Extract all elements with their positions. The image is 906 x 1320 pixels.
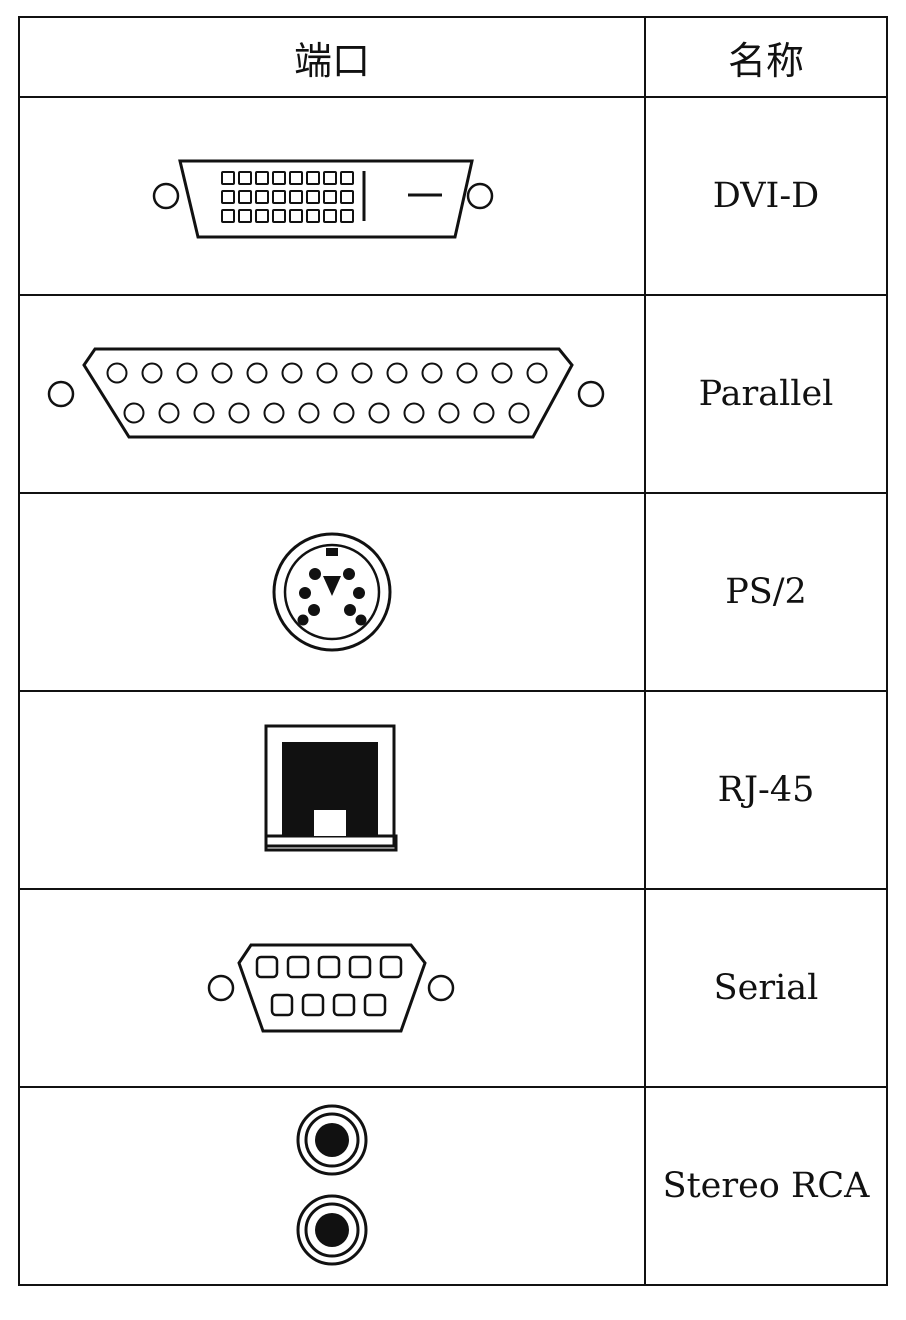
parallel-connector-icon — [47, 347, 605, 439]
port-icon-cell — [18, 96, 646, 296]
header-port: 端口 — [18, 16, 646, 98]
port-name: PS/2 — [644, 492, 888, 692]
port-icon-cell — [18, 1086, 646, 1286]
table-row: PS/2 — [18, 492, 888, 692]
table-row: RJ-45 — [18, 690, 888, 890]
table-row: Parallel — [18, 294, 888, 494]
stereo-rca-connector-icon — [296, 1104, 368, 1266]
header-name: 名称 — [644, 16, 888, 98]
port-name: DVI-D — [644, 96, 888, 296]
port-name: Stereo RCA — [644, 1086, 888, 1286]
ps2-connector-icon — [272, 532, 392, 652]
rca-jack-bottom — [296, 1194, 368, 1266]
port-icon-cell — [18, 888, 646, 1088]
port-name: Parallel — [644, 294, 888, 494]
port-name: RJ-45 — [644, 690, 888, 890]
port-icon-cell — [18, 690, 646, 890]
rca-jack-top — [296, 1104, 368, 1176]
dvi-d-connector-icon — [152, 159, 494, 239]
port-table-container: 端口 名称 — [18, 16, 888, 1286]
serial-connector-icon — [207, 943, 455, 1033]
table-row: Serial — [18, 888, 888, 1088]
rj45-connector-icon — [264, 724, 398, 852]
port-icon-cell — [18, 294, 646, 494]
port-name: Serial — [644, 888, 888, 1088]
table-row: DVI-D — [18, 96, 888, 296]
table-row: Stereo RCA — [18, 1086, 888, 1286]
table-header-row: 端口 名称 — [18, 16, 888, 98]
port-icon-cell — [18, 492, 646, 692]
port-table: 端口 名称 — [18, 16, 888, 1286]
